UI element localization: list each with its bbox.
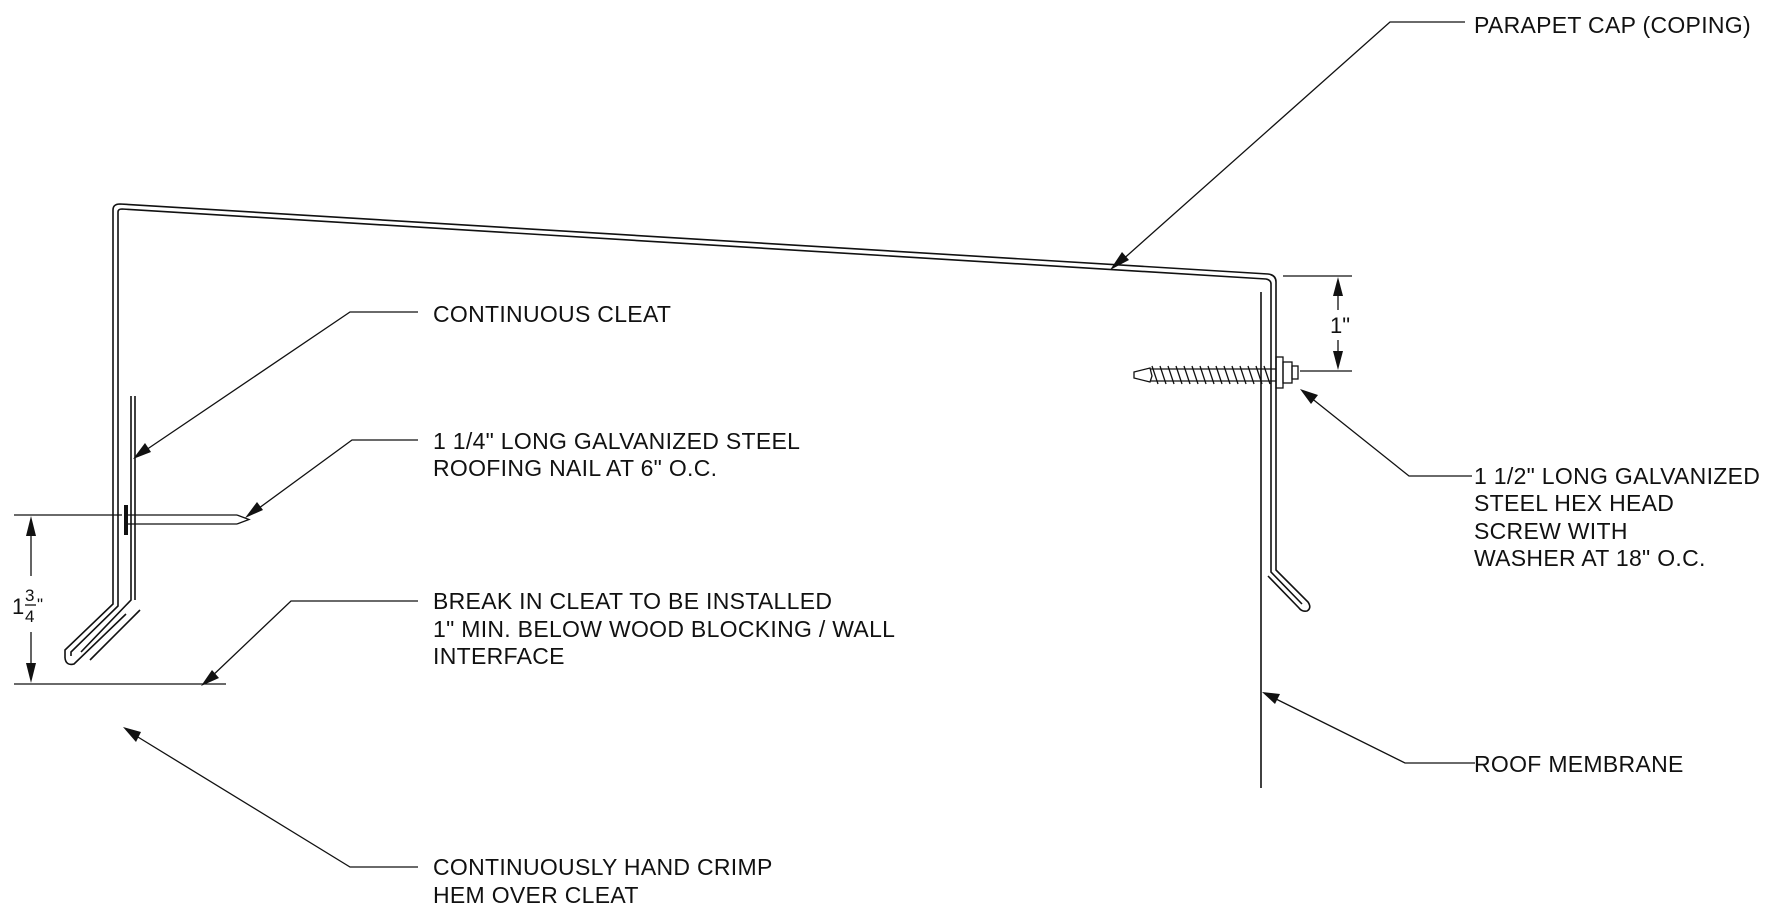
label-roofing-nail-line-1: 1 1/4" LONG GALVANIZED STEEL xyxy=(433,428,800,454)
label-parapet-cap: PARAPET CAP (COPING) xyxy=(1474,12,1751,38)
label-hex-screw-line-2: STEEL HEX HEAD xyxy=(1474,490,1674,516)
label-hand-crimp-line-2: HEM OVER CLEAT xyxy=(433,882,639,908)
hex-head-screw xyxy=(1133,356,1299,389)
label-hex-screw-line-1: 1 1/2" LONG GALVANIZED xyxy=(1474,463,1760,489)
label-break-in-cleat-line-1: BREAK IN CLEAT TO BE INSTALLED xyxy=(433,588,832,614)
dimension-left-denominator: 4 xyxy=(25,607,34,626)
leader-hand-crimp xyxy=(123,727,418,868)
continuous-cleat xyxy=(80,396,141,661)
dimension-right-1in: 1" xyxy=(1283,275,1352,372)
dimension-left-numerator: 3 xyxy=(25,586,34,605)
label-hex-screw-line-4: WASHER AT 18" O.C. xyxy=(1474,545,1706,571)
leader-continuous-cleat xyxy=(133,311,418,459)
label-roof-membrane: ROOF MEMBRANE xyxy=(1474,751,1684,777)
label-break-in-cleat-line-2: 1" MIN. BELOW WOOD BLOCKING / WALL xyxy=(433,616,895,642)
leader-roofing-nail xyxy=(245,439,418,518)
label-hex-screw-line-3: SCREW WITH xyxy=(1474,518,1628,544)
dimension-left-1-3-4in: 1 3 4 " xyxy=(12,514,226,685)
label-hand-crimp-line-1: CONTINUOUSLY HAND CRIMP xyxy=(433,854,773,880)
label-continuous-cleat: CONTINUOUS CLEAT xyxy=(433,301,671,327)
dimension-right-label: 1" xyxy=(1330,313,1350,338)
leader-hex-screw xyxy=(1300,389,1472,477)
leader-roof-membrane xyxy=(1262,692,1475,764)
dimension-left-whole: 1 xyxy=(12,594,24,619)
leader-parapet-cap xyxy=(1110,21,1465,270)
roofing-nail xyxy=(124,505,251,535)
leader-break-in-cleat xyxy=(201,600,418,686)
dimension-left-inch: " xyxy=(37,595,43,614)
label-break-in-cleat-line-3: INTERFACE xyxy=(433,643,565,669)
coping-cap xyxy=(64,203,1311,666)
label-roofing-nail-line-2: ROOFING NAIL AT 6" O.C. xyxy=(433,455,717,481)
